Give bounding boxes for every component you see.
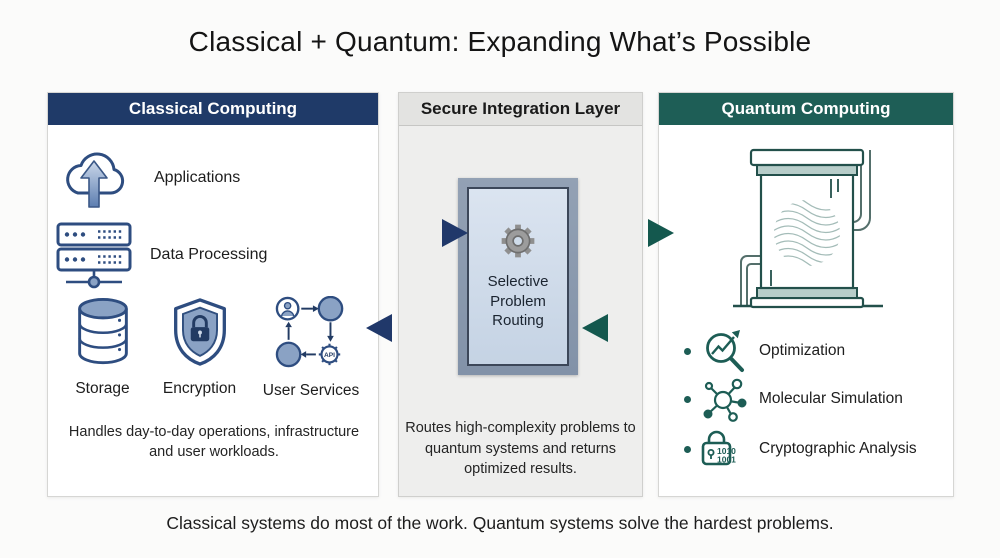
bullet-dot	[684, 445, 691, 453]
bullet-dot	[684, 395, 691, 403]
optimization-item: Optimization	[684, 327, 845, 375]
classical-header: Classical Computing	[48, 93, 378, 125]
molecular-simulation-item: Molecular Simulation	[684, 375, 903, 423]
applications-label: Applications	[154, 169, 241, 186]
optimization-icon	[706, 330, 744, 372]
svg-text:1001: 1001	[717, 455, 736, 465]
applications-row: Applications	[58, 146, 240, 210]
api-flow-icon: API	[275, 295, 344, 368]
routing-box-label: Selective Problem Routing	[487, 273, 549, 330]
integration-caption: Routes high-complexity problems to quant…	[405, 420, 636, 478]
user-services-item: API User Services	[250, 295, 372, 400]
shield-lock-icon	[173, 298, 226, 366]
molecule-icon	[703, 378, 747, 422]
routing-box: Selective Problem Routing	[458, 178, 578, 375]
encryption-label: Encryption	[162, 380, 237, 397]
footer-caption: Classical systems do most of the work. Q…	[166, 513, 834, 533]
storage-label: Storage	[75, 380, 130, 397]
user-services-label: User Services	[262, 382, 360, 399]
quantum-computer-icon	[733, 148, 883, 309]
svg-text:1010: 1010	[717, 446, 736, 456]
cryptographic-analysis-label: Cryptographic Analysis	[759, 440, 917, 457]
quantum-header: Quantum Computing	[659, 93, 953, 125]
classical-caption: Handles day-to-day operations, infrastru…	[68, 424, 360, 461]
storage-item: Storage	[55, 296, 150, 398]
data-processing-label: Data Processing	[150, 246, 268, 263]
bullet-dot	[684, 347, 691, 355]
svg-text:API: API	[324, 352, 335, 359]
servers-icon	[56, 222, 132, 289]
cryptographic-analysis-item: 1010 1001 Cryptographic Analysis	[684, 428, 917, 470]
integration-header: Secure Integration Layer	[399, 93, 642, 126]
crypto-lock-icon: 1010 1001	[701, 430, 736, 466]
encryption-item: Encryption	[152, 296, 247, 398]
molecular-simulation-label: Molecular Simulation	[759, 390, 903, 407]
database-icon	[77, 297, 128, 365]
data-processing-row: Data Processing	[54, 220, 267, 290]
optimization-label: Optimization	[759, 342, 846, 359]
gear-icon	[501, 224, 535, 258]
cloud-upload-icon	[66, 152, 125, 208]
routing-box-inner: Selective Problem Routing	[467, 187, 569, 366]
page-title: Classical + Quantum: Expanding What’s Po…	[188, 26, 812, 57]
